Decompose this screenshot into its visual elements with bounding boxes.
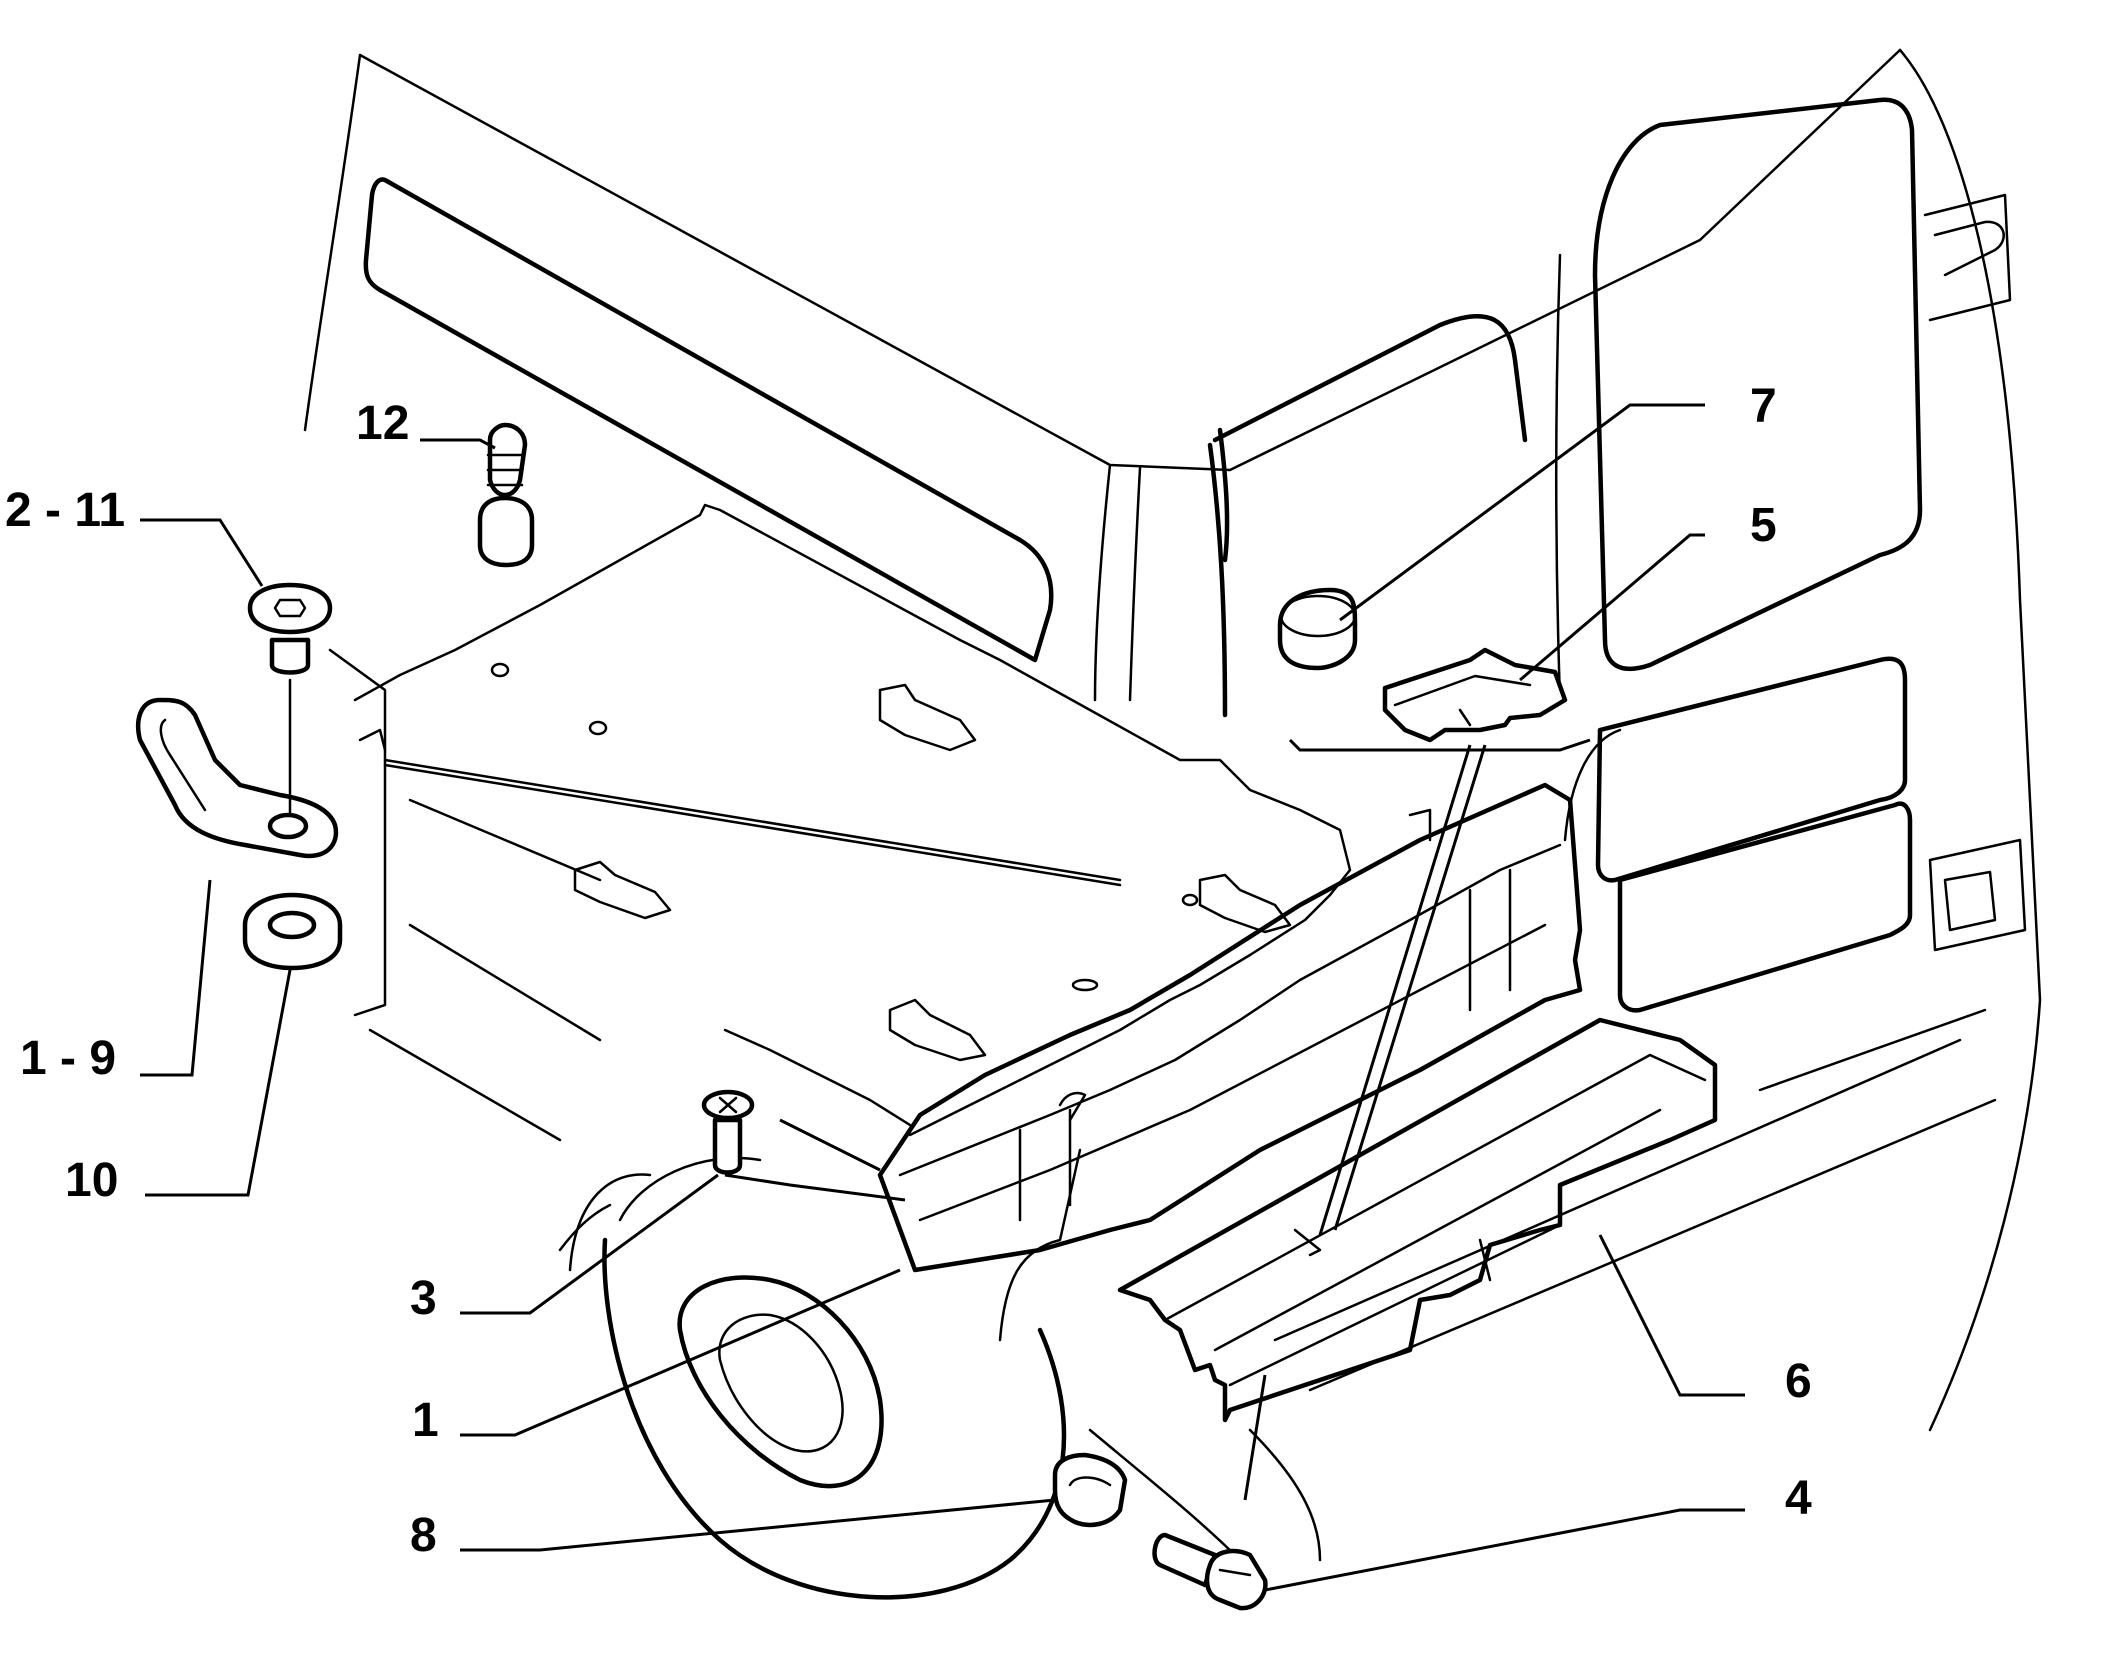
washer-part bbox=[242, 892, 343, 971]
callout-12: 12 bbox=[356, 397, 410, 450]
push-clip-part bbox=[477, 422, 535, 568]
callout-2-11: 2 - 11 bbox=[5, 484, 126, 537]
flange-bolt-part-4 bbox=[1152, 1532, 1268, 1611]
tie-down-loop bbox=[135, 678, 339, 859]
callout-8: 8 bbox=[410, 1509, 437, 1562]
callout-1: 1 bbox=[412, 1394, 439, 1447]
sill-member bbox=[877, 782, 1583, 1273]
screw-part-3 bbox=[701, 1089, 755, 1175]
floor-plate-part-5 bbox=[1382, 647, 1568, 743]
sill-cover bbox=[1117, 1017, 1718, 1423]
callout-4: 4 bbox=[1785, 1472, 1812, 1525]
callout-7: 7 bbox=[1750, 380, 1777, 433]
plug-part-7 bbox=[1277, 587, 1358, 671]
callout-1-9: 1 - 9 bbox=[20, 1032, 117, 1085]
clip-part-8 bbox=[1052, 1452, 1128, 1528]
callout-5: 5 bbox=[1750, 499, 1777, 552]
callout-10: 10 bbox=[65, 1154, 119, 1207]
callout-3: 3 bbox=[410, 1272, 437, 1325]
bolt-part-2-11 bbox=[247, 582, 333, 675]
floor-pan bbox=[328, 503, 1352, 1137]
leader-lines bbox=[140, 403, 1745, 1592]
callout-6: 6 bbox=[1785, 1355, 1812, 1408]
van-body-outline bbox=[303, 48, 2042, 1600]
